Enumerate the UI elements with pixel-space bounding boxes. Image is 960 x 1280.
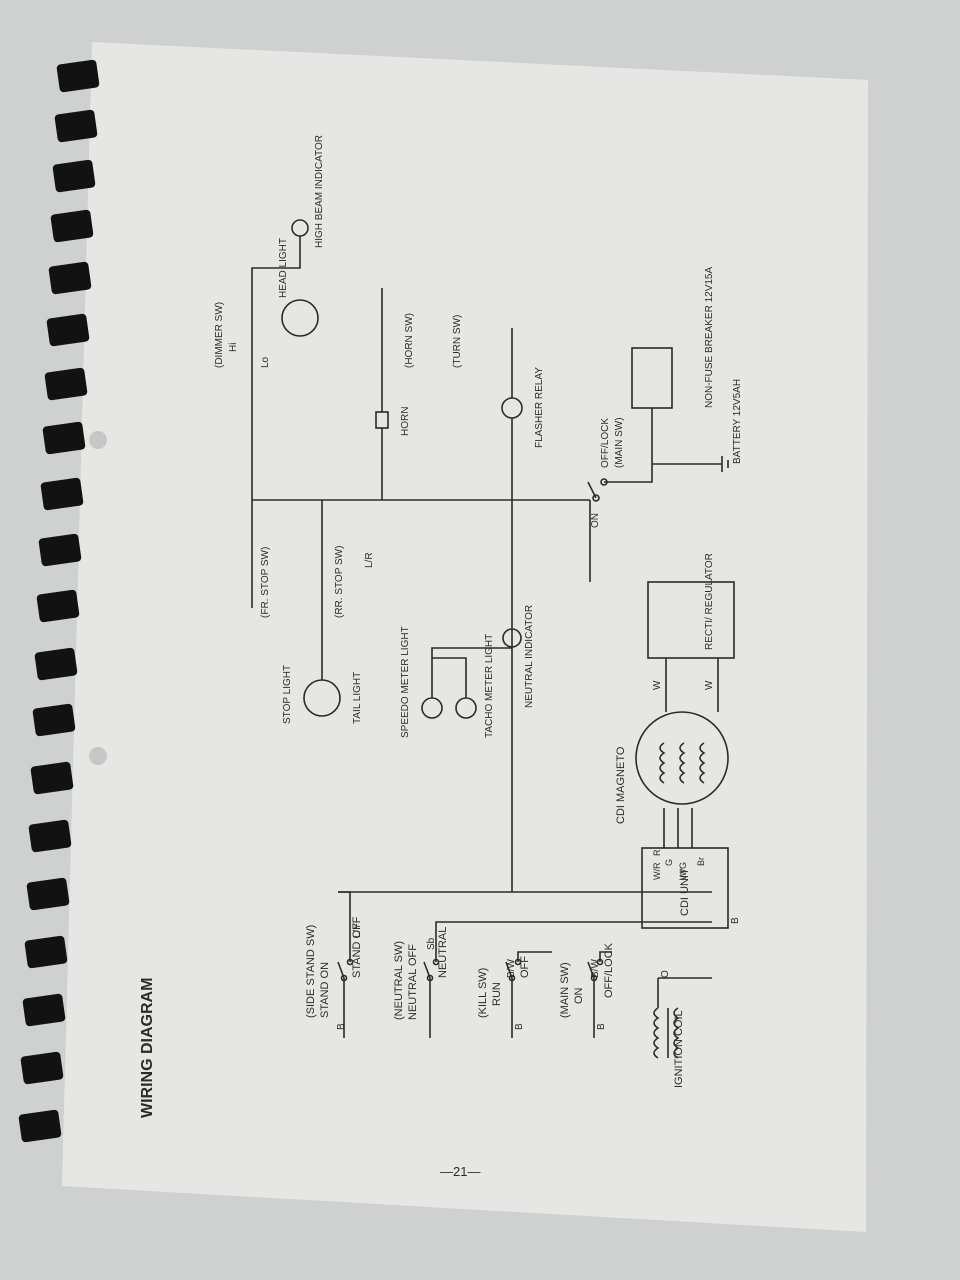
wire-w-2: W (704, 680, 715, 690)
fuse-box (631, 347, 673, 409)
kill-wire-b: B (514, 1023, 525, 1030)
side-stand-off-label: STAND OFF (351, 916, 363, 978)
neutral-label: NEUTRAL (437, 927, 449, 978)
page-number: —21— (440, 1164, 480, 1179)
battery-label: BATTERY 12V5AH (732, 379, 743, 464)
wire-g: G (664, 859, 674, 866)
kill-off-label: OFF (519, 956, 531, 978)
dimmer-hi-label: Hi (228, 343, 239, 352)
high-beam-label: HIGH BEAM INDICATOR (314, 135, 325, 248)
spiral-binding (18, 59, 100, 1143)
tacho-light-label: TACHO METER LIGHT (484, 634, 495, 738)
cdi-wire-b: B (730, 917, 741, 924)
neutral-off-label: NEUTRAL OFF (407, 944, 419, 1020)
wire-r-cdi: R (652, 849, 662, 856)
dimmer-lo-label: Lo (260, 356, 271, 368)
horn-label: HORN (400, 407, 411, 436)
kill-wire-bw: B/W (506, 959, 517, 978)
paper-sheet (62, 42, 868, 1232)
main-sw-right-offlock: OFF/LOCK (600, 418, 611, 468)
neutral-indicator-symbol (502, 628, 522, 648)
cdi-magneto-symbol (635, 711, 729, 805)
switch-to-cdi-wires (338, 891, 712, 962)
main-sw-right-on: ON (590, 513, 601, 528)
stop-light-label: STOP LIGHT (282, 665, 293, 724)
lr-wire: L/R (364, 552, 375, 568)
wire-wr: W/R (652, 862, 662, 880)
page-title: WIRING DIAGRAM (139, 978, 156, 1118)
main-off-label: OFF/LOCK (603, 942, 615, 998)
dimmer-sw-label: (DIMMER SW) (214, 302, 225, 368)
fr-stop-sw-label: (FR. STOP SW) (260, 547, 271, 618)
wire-br-cdi: Br (696, 857, 706, 866)
horn-sw-label: (HORN SW) (404, 313, 415, 368)
wire-wg: W/G (678, 862, 688, 880)
side-stand-wire-ly: L/Y (352, 923, 363, 938)
tail-light-label: TAIL LIGHT (352, 672, 363, 724)
neutral-indicator-label: NEUTRAL INDICATOR (524, 605, 535, 708)
ignition-coil-symbol: O (653, 970, 712, 1059)
punch-hole (89, 747, 107, 765)
rr-stop-sw-label: (RR. STOP SW) (334, 546, 345, 618)
main-wire-bw: B/W (590, 959, 601, 978)
main-wire-b: B (596, 1023, 607, 1030)
wire-o: O (660, 970, 671, 978)
kill-sw-label: (KILL SW) (477, 968, 489, 1018)
head-light-symbol (281, 299, 319, 337)
wire-w-1: W (652, 680, 663, 690)
main-sw-label: (MAIN SW) (559, 962, 571, 1018)
cdi-unit-label: CDI UNIT (679, 868, 691, 916)
rectifier-box (647, 581, 735, 659)
main-sw-right-label: (MAIN SW) (614, 417, 625, 468)
cdi-unit-box (641, 847, 729, 929)
fuse-label: NON-FUSE BREAKER 12V15A (704, 267, 715, 408)
neutral-sw-label: (NEUTRAL SW) (393, 941, 405, 1020)
main-on-label: ON (573, 987, 585, 1004)
neutral-wire-sb: Sb (426, 937, 437, 950)
flasher-relay-label: FLASHER RELAY (534, 367, 545, 448)
speedo-light-label: SPEEDO METER LIGHT (400, 626, 411, 738)
cdi-magneto-label: CDI MAGNETO (615, 746, 627, 824)
punch-hole (89, 431, 107, 449)
rectifier-label: RECTI/ REGULATOR (704, 553, 715, 650)
kill-run-label: RUN (491, 982, 503, 1006)
side-stand-sw-label: (SIDE STAND SW) (305, 925, 317, 1018)
side-stand-on-label: STAND ON (319, 962, 331, 1018)
side-stand-wire-b: B (336, 1023, 347, 1030)
switch-contacts (337, 958, 604, 1038)
wiring-diagram: WIRING DIAGRAM (SIDE STAND SW) STAND ON … (139, 135, 743, 1118)
turn-sw-label: (TURN SW) (452, 315, 463, 368)
